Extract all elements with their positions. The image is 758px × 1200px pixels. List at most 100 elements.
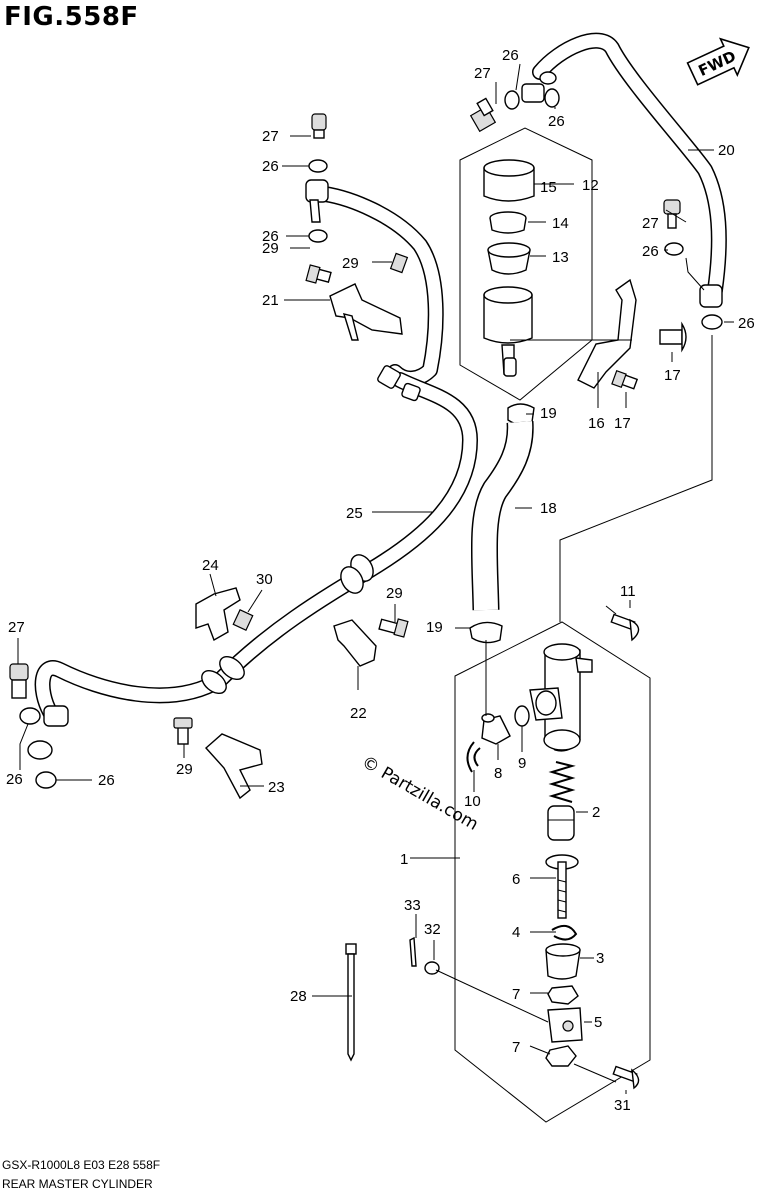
cotter-pin-33 <box>409 936 417 967</box>
bolt-29-c <box>378 618 409 638</box>
diagram-title: REAR MASTER CYLINDER <box>2 1177 153 1191</box>
callout-19-upper: 19 <box>540 405 557 422</box>
reservoir-bracket-16 <box>577 278 637 389</box>
callout-16: 16 <box>588 415 605 432</box>
callout-26-b: 26 <box>262 228 279 245</box>
callout-29-c: 29 <box>386 585 403 602</box>
master-cylinder-body <box>529 643 593 752</box>
pin-31 <box>612 1065 640 1090</box>
washer-26-left-b <box>35 771 57 789</box>
callout-6: 6 <box>512 871 520 888</box>
union-bolt-27-right <box>663 199 681 229</box>
diaphragm-plate-14 <box>489 211 527 234</box>
callout-26-e: 26 <box>642 243 659 260</box>
callout-12: 12 <box>582 177 599 194</box>
bolt-29-d <box>173 717 193 745</box>
washer-26-b <box>308 229 328 243</box>
callout-26-a: 26 <box>262 158 279 175</box>
callout-32: 32 <box>424 921 441 938</box>
callout-15: 15 <box>540 179 557 196</box>
callout-1: 1 <box>400 851 408 868</box>
bracket-23 <box>205 733 263 800</box>
brake-hose-upper <box>305 179 444 387</box>
washer-26-right-a <box>664 242 684 256</box>
return-spring <box>548 761 576 803</box>
piston-set-2 <box>547 805 575 841</box>
callout-2: 2 <box>592 804 600 821</box>
washer-26-a <box>308 159 328 173</box>
callout-7-lower: 7 <box>512 1039 520 1056</box>
callout-26-d: 26 <box>548 113 565 130</box>
callout-13: 13 <box>552 249 569 266</box>
callout-20: 20 <box>718 142 735 159</box>
union-bolt-27-upper-left <box>311 113 327 139</box>
bracket-22 <box>333 619 377 667</box>
callout-7-upper: 7 <box>512 986 520 1003</box>
callout-19-lower: 19 <box>426 619 443 636</box>
bolt-29-b <box>389 252 409 274</box>
callout-5: 5 <box>594 1014 602 1031</box>
washer-32 <box>424 961 440 975</box>
leader-lines <box>17 63 734 1094</box>
callout-4: 4 <box>512 924 520 941</box>
callout-24: 24 <box>202 557 219 574</box>
reservoir-hose-18 <box>470 421 534 611</box>
bolt-30 <box>232 608 254 632</box>
boot-3 <box>545 943 581 980</box>
callout-27-b: 27 <box>474 65 491 82</box>
nut-7-upper <box>547 985 579 1005</box>
union-bolt-top <box>469 83 560 133</box>
callout-8: 8 <box>494 765 502 782</box>
callout-26-g: 26 <box>6 771 23 788</box>
callout-30: 30 <box>256 571 273 588</box>
washer-26-left-a <box>19 707 41 725</box>
callout-10: 10 <box>464 793 481 810</box>
callout-27-a: 27 <box>262 128 279 145</box>
brake-hose-25 <box>27 365 478 760</box>
fwd-arrow: FWD <box>686 37 750 86</box>
callout-33: 33 <box>404 897 421 914</box>
reservoir-12 <box>483 286 533 377</box>
model-code: GSX-R1000L8 E03 E28 558F <box>2 1158 161 1172</box>
bolt-17-lower <box>611 369 639 390</box>
bolt-17-upper <box>659 321 687 353</box>
bolt-11 <box>610 613 640 642</box>
figure-title: FIG.558F <box>4 2 139 32</box>
callout-11: 11 <box>620 583 636 600</box>
callout-17-upper: 17 <box>664 367 681 384</box>
callout-29-b: 29 <box>342 255 359 272</box>
callout-14: 14 <box>552 215 569 232</box>
callout-22: 22 <box>350 705 367 722</box>
callout-26-c: 26 <box>502 47 519 64</box>
snap-ring-4 <box>551 924 578 941</box>
callout-29-a: 29 <box>262 240 279 257</box>
pushrod-6 <box>545 854 579 919</box>
brake-hose-20 <box>532 32 727 308</box>
callout-27-d: 27 <box>8 619 25 636</box>
callout-17-lower: 17 <box>614 415 631 432</box>
callout-25: 25 <box>346 505 363 522</box>
callout-21: 21 <box>262 292 279 309</box>
callout-31: 31 <box>614 1097 631 1114</box>
callout-28: 28 <box>290 988 307 1005</box>
circlip-10 <box>466 741 481 773</box>
callout-18: 18 <box>540 500 557 517</box>
bracket-21 <box>329 283 403 341</box>
cable-tie-28 <box>345 943 357 1062</box>
clevis-5 <box>547 1007 583 1043</box>
nut-7-lower <box>545 1045 577 1067</box>
bolt-29-a <box>305 264 332 284</box>
hose-clamp-19-lower <box>469 621 503 644</box>
union-bolt-27-left <box>9 663 29 699</box>
callout-26-h: 26 <box>98 772 115 789</box>
callout-9: 9 <box>518 755 526 772</box>
callout-26-f: 26 <box>738 315 755 332</box>
inlet-fitting-8 <box>481 713 511 745</box>
bracket-24 <box>195 587 241 642</box>
callout-23: 23 <box>268 779 285 796</box>
callout-27-c: 27 <box>642 215 659 232</box>
washer-26-right-b <box>701 314 723 330</box>
callout-29-d: 29 <box>176 761 193 778</box>
callout-3: 3 <box>596 950 604 967</box>
